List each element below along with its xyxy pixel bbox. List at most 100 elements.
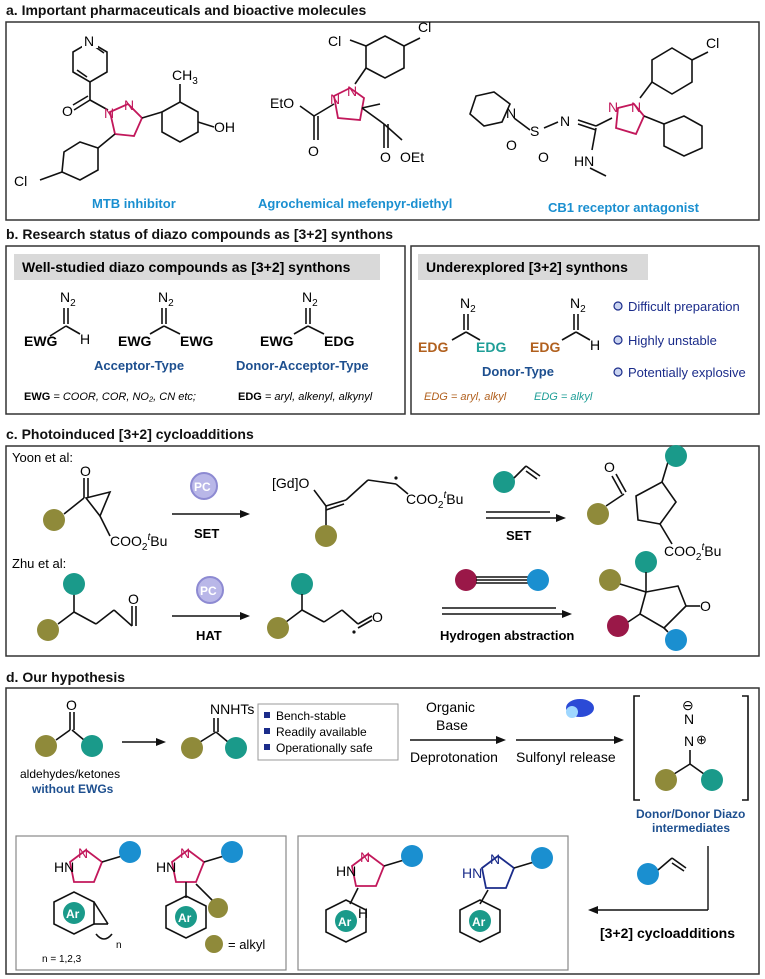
svg-text:O: O [62, 103, 73, 119]
svg-text:COO2tBu: COO2tBu [664, 542, 721, 563]
section-c-title: c. Photoinduced [3+2] cycloadditions [6, 426, 254, 442]
section-d-frame [5, 687, 760, 975]
svg-text:HN: HN [336, 863, 356, 879]
svg-text:O: O [66, 697, 77, 713]
edg-definition: EDG = aryl, alkenyl, alkynyl [238, 391, 373, 403]
zhu-alkyne-arrow: Hydrogen abstraction [440, 569, 574, 643]
svg-text:COO2tBu: COO2tBu [406, 490, 463, 511]
hydrazone-features: Bench-stable Readily available Operation… [257, 703, 399, 761]
svg-text:O: O [80, 463, 91, 479]
svg-text:N: N [631, 99, 641, 115]
svg-text:HN: HN [156, 859, 176, 875]
donor-type-label: Donor-Type [482, 364, 554, 379]
section-a-title: a. Important pharmaceuticals and bioacti… [6, 2, 366, 18]
base-arrow: Organic Base Deprotonation [410, 699, 506, 765]
donor-acceptor-type-label: Donor-Acceptor-Type [236, 358, 369, 373]
svg-text:n = 1,2,3: n = 1,2,3 [42, 954, 82, 965]
svg-text:O: O [700, 598, 711, 614]
donor-acceptor-structure: N2 EWG EDG [260, 289, 354, 349]
right-header: Underexplored [3+2] synthons [426, 259, 628, 275]
svg-text:Potentially explosive: Potentially explosive [628, 365, 746, 380]
svg-text:Sulfonyl release: Sulfonyl release [516, 749, 616, 765]
svg-text:without EWGs: without EWGs [31, 782, 114, 796]
svg-text:aldehydes/ketones: aldehydes/ketones [20, 767, 120, 781]
section-b-left-frame [5, 245, 406, 415]
zhu-acyl-radical: O [267, 573, 383, 639]
svg-text:N: N [560, 113, 570, 129]
svg-text:CH3: CH3 [172, 67, 198, 87]
svg-text:COO2tBu: COO2tBu [110, 532, 167, 553]
svg-text:HN: HN [54, 859, 74, 875]
left-header-band [14, 254, 380, 280]
svg-text:HN: HN [574, 153, 594, 169]
svg-text:EWG: EWG [180, 333, 214, 349]
yoon-substrate: O COO2tBu [43, 463, 167, 553]
svg-text:Bench-stable: Bench-stable [276, 709, 346, 723]
svg-text:⊕: ⊕ [696, 732, 707, 747]
pyrazole-product: N HN Ar [459, 847, 553, 943]
svg-text:EWG: EWG [118, 333, 152, 349]
svg-text:= alkyl: = alkyl [228, 937, 265, 952]
zhu-label: Zhu et al: [12, 556, 66, 571]
svg-text:Cl: Cl [418, 19, 431, 35]
svg-text:O: O [128, 591, 139, 607]
svg-text:O: O [372, 609, 383, 625]
acceptor-h-structure: N2 EWG H [24, 289, 90, 349]
svg-text:O: O [506, 137, 517, 153]
svg-text:Difficult preparation: Difficult preparation [628, 299, 740, 314]
light-arrow: Sulfonyl release [516, 699, 624, 765]
section-c-frame [5, 445, 760, 657]
svg-text:N: N [360, 849, 370, 865]
svg-text:N2: N2 [60, 289, 76, 309]
svg-text:O: O [380, 149, 391, 165]
svg-text:Deprotonation: Deprotonation [410, 749, 498, 765]
section-b-right-frame [410, 245, 760, 415]
svg-text:SET: SET [506, 528, 531, 543]
svg-text:N: N [330, 91, 340, 107]
caption-mtb: MTB inhibitor [92, 196, 176, 211]
section-b-title: b. Research status of diazo compounds as… [6, 226, 393, 242]
section-d-title: d. Our hypothesis [6, 669, 125, 685]
svg-text:N: N [180, 845, 190, 861]
svg-text:S: S [530, 123, 539, 139]
svg-text:O: O [308, 143, 319, 159]
svg-text:N2: N2 [570, 295, 586, 315]
svg-text:OH: OH [214, 119, 235, 135]
yoon-intermediate: [Gd]O COO2tBu [272, 475, 463, 547]
svg-text:SET: SET [194, 526, 219, 541]
svg-text:OEt: OEt [400, 149, 424, 165]
svg-text:O: O [604, 459, 615, 475]
svg-text:EDG: EDG [530, 339, 560, 355]
mol-mtb-inhibitor: N O N N CH3 OH Cl MTB inhibitor [14, 33, 235, 211]
svg-text:n: n [116, 940, 122, 951]
alkene-down-arrow: [3+2] cycloadditions [588, 846, 735, 941]
mol-cb1-antagonist: Cl N N N HN S O O N CB1 receptor antagon… [469, 35, 719, 215]
svg-text:N2: N2 [302, 289, 318, 309]
tosylhydrazone: NNHTs [181, 701, 254, 759]
svg-text:N: N [684, 733, 694, 749]
products-box [297, 835, 569, 971]
svg-text:N: N [347, 83, 357, 99]
svg-text:N2: N2 [158, 289, 174, 309]
acceptor-type-label: Acceptor-Type [94, 358, 184, 373]
svg-text:PC: PC [194, 480, 211, 494]
svg-text:N: N [608, 99, 618, 115]
left-header: Well-studied diazo compounds as [3+2] sy… [22, 259, 351, 275]
svg-text:Cl: Cl [14, 173, 27, 189]
svg-text:H: H [358, 905, 368, 921]
svg-text:Ar: Ar [472, 915, 486, 929]
svg-text:HAT: HAT [196, 628, 222, 643]
svg-text:Highly unstable: Highly unstable [628, 333, 717, 348]
svg-text:Ar: Ar [66, 907, 80, 921]
svg-text:Cl: Cl [706, 35, 719, 51]
yoon-alkene-set-arrow: SET [486, 465, 566, 543]
hazard-bullets: Difficult preparation Highly unstable Po… [613, 299, 746, 380]
svg-text:Donor/Donor Diazo: Donor/Donor Diazo [636, 807, 745, 821]
donor-edg-edg-structure: N2 EDG EDG [418, 295, 506, 355]
svg-text:N: N [104, 105, 114, 121]
svg-text:Base: Base [436, 717, 468, 733]
svg-text:H: H [590, 337, 600, 353]
svg-text:EDG: EDG [418, 339, 448, 355]
svg-text:N: N [490, 851, 500, 867]
